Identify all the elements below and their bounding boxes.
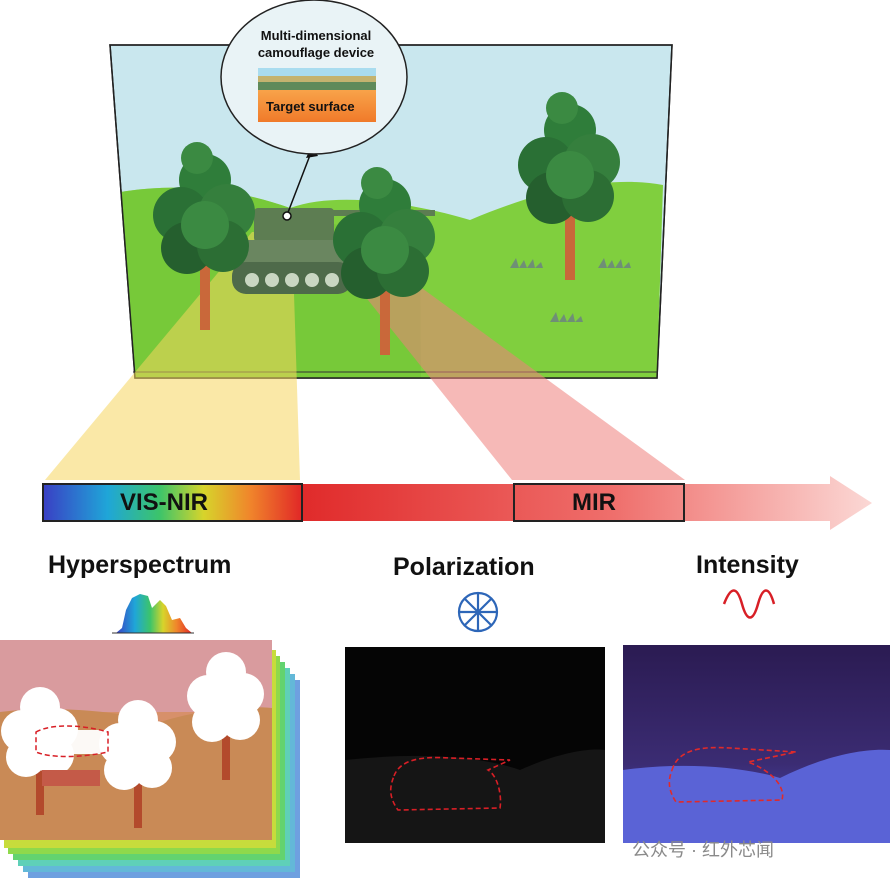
visnir-beam [45,232,300,480]
callout-bubble [220,0,408,221]
hyperspectrum-stack [0,640,300,878]
polarization-image [345,647,605,843]
mir-label: MIR [572,489,616,516]
spectrum-bar [42,476,872,530]
tank [232,208,435,294]
grass-tuft [550,312,583,322]
polarization-wheel-icon [457,591,499,633]
grass-tuft [598,258,631,268]
intensity-title: Intensity [696,551,799,579]
target-surface-label: Target surface [266,99,355,114]
spectrum-curve-icon [112,594,194,634]
grass-tuft [510,258,543,268]
polarization-title: Polarization [393,553,535,581]
intensity-image [623,645,890,843]
watermark-text: 公众号 · 红外芯闻 [632,840,774,860]
callout-title-line2: camouflage device [257,45,375,60]
sine-wave-icon [722,589,776,619]
callout-title-line1: Multi-dimensional [260,28,372,43]
hyperspectrum-title: Hyperspectrum [48,551,232,579]
callout-title: Multi-dimensional camouflage device [226,27,406,61]
visnir-label: VIS-NIR [120,489,209,516]
